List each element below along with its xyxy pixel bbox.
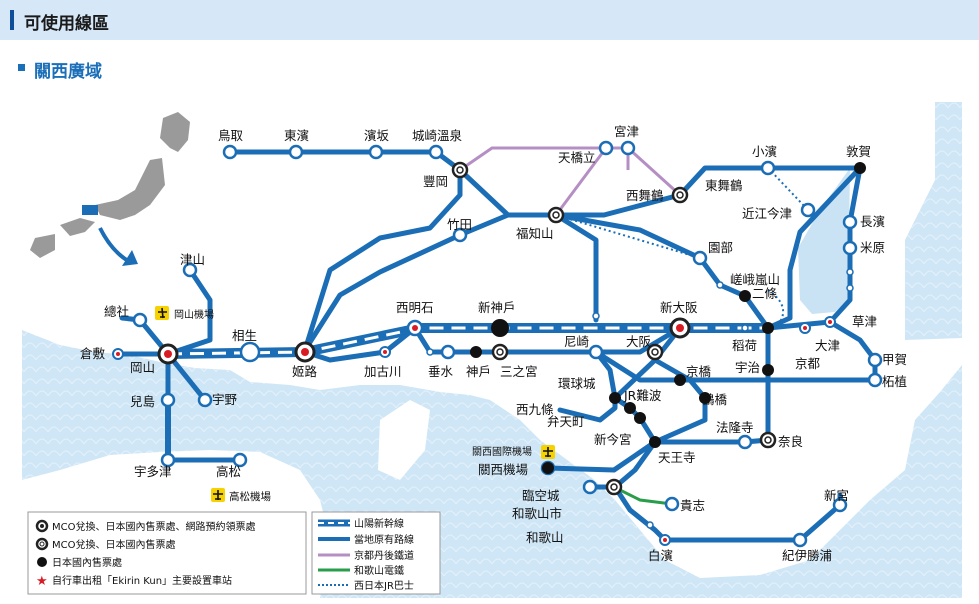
label-osaka: 大阪 xyxy=(626,334,652,349)
label-toyooka: 豐岡 xyxy=(423,174,448,189)
label-uno: 宇野 xyxy=(212,392,238,407)
label-tsuge: 柘植 xyxy=(882,374,907,389)
label-sagaarashiyama: 嵯峨嵐山 xyxy=(730,272,780,287)
label-miyazu: 宮津 xyxy=(614,124,639,139)
line-jr-bus xyxy=(555,167,809,323)
label-uji: 宇治 xyxy=(735,360,760,375)
label-nara: 奈良 xyxy=(778,434,803,449)
airplane-icon xyxy=(155,306,555,502)
label-soja: 總社 xyxy=(104,304,129,319)
label-tottori: 鳥取 xyxy=(218,128,244,143)
label-kojima: 兒島 xyxy=(130,394,155,409)
label-shinkobe: 新神戶 xyxy=(478,300,516,315)
label-wakayama: 和歌山 xyxy=(526,530,564,545)
label-kobe: 神戶 xyxy=(466,364,491,379)
label-tsuyama: 津山 xyxy=(180,252,205,267)
legend-ekirin: 自行車出租「Ekirin Kun」主要設置車站 xyxy=(52,574,232,587)
label-wakayamashi: 和歌山市 xyxy=(512,506,562,521)
station-markers xyxy=(112,140,883,548)
label-nijo: 二條 xyxy=(752,286,778,301)
label-sannomiya: 三之宮 xyxy=(500,364,538,379)
legend: MCO兌換、日本國內售票處、網路預約領票處 MCO兌換、日本國內售票處 日本國內… xyxy=(27,511,441,595)
label-rinku: 臨空城 xyxy=(522,488,560,503)
label-kyobashi: 京橋 xyxy=(686,364,712,379)
label-amanohashidate: 天橋立 xyxy=(558,150,596,165)
label-tennoji: 天王寺 xyxy=(658,450,696,465)
label-jrnamba: JR難波 xyxy=(623,388,662,403)
label-obama: 小濱 xyxy=(752,144,777,159)
label-shirahama: 白濱 xyxy=(648,548,673,563)
label-hamamura: 東濱 xyxy=(284,128,309,143)
label-bentencho: 弁天町 xyxy=(547,414,585,429)
label-aioi: 相生 xyxy=(232,328,257,343)
label-sonobe: 園部 xyxy=(708,240,733,255)
page-title: 可使用線區 xyxy=(24,14,109,34)
label-kansai-airport-intl: 關西國際機場 xyxy=(472,445,532,458)
label-takeda: 竹田 xyxy=(447,217,472,232)
line-sanyo-shinkansen xyxy=(167,323,768,359)
section-bullet xyxy=(18,64,25,71)
label-osakajo: 環球城 xyxy=(558,376,596,391)
label-horyuji: 法隆寺 xyxy=(716,420,754,435)
legend-sanyo: 山陽新幹線 xyxy=(354,517,404,530)
legend-mco-sales: MCO兌換、日本國內售票處 xyxy=(52,538,175,551)
label-tarumi: 垂水 xyxy=(428,364,454,379)
label-kurashiki: 倉敷 xyxy=(80,346,106,361)
legend-mco-full: MCO兌換、日本國內售票處、網路預約領票處 xyxy=(52,520,255,533)
label-tsuruhashi: 鶴橋 xyxy=(702,392,728,407)
label-utazu: 宇多津 xyxy=(134,464,172,479)
japan-inset xyxy=(30,112,190,266)
label-omiimazu: 近江今津 xyxy=(742,206,792,221)
label-nishiakashi: 西明石 xyxy=(396,300,434,315)
label-amagasaki: 尼崎 xyxy=(564,334,590,349)
label-fukuchiyama: 福知山 xyxy=(516,226,554,241)
label-kinosaki: 城崎溫泉 xyxy=(412,128,463,143)
label-takamatsu: 高松 xyxy=(216,464,241,479)
legend-wakayama-rail: 和歌山電鐵 xyxy=(354,564,404,577)
star-icon: ★ xyxy=(36,574,48,589)
label-kakogawa: 加古川 xyxy=(364,364,402,379)
land-awaji xyxy=(378,400,430,480)
label-maibara: 米原 xyxy=(860,240,885,255)
label-inari: 稻荷 xyxy=(732,338,757,353)
label-himeji: 姬路 xyxy=(292,364,318,379)
label-hamasaka: 濱坂 xyxy=(364,128,390,143)
label-shinosaka: 新大阪 xyxy=(660,300,698,315)
label-kishi: 貴志 xyxy=(680,498,705,513)
label-kusatsu: 草津 xyxy=(852,314,877,329)
label-nagahama: 長濱 xyxy=(860,214,885,229)
legend-kyoto-tango: 京都丹後鐵道 xyxy=(354,549,414,562)
label-tsuruga: 敦賀 xyxy=(846,144,871,159)
line-wakayama-electric xyxy=(613,485,673,506)
label-kiikatsuura: 紀伊勝浦 xyxy=(782,548,832,563)
label-okayama-airport: 岡山機場 xyxy=(174,308,214,321)
label-okayama: 岡山 xyxy=(130,360,155,375)
station-labels: 鳥取 東濱 濱坂 城崎溫泉 豐岡 宮津 天橋立 西舞鶴 東舞鶴 小濱 敦賀 近江… xyxy=(80,124,907,563)
label-otsu: 大津 xyxy=(815,338,840,353)
legend-sales: 日本國內售票處 xyxy=(52,556,122,569)
header-accent xyxy=(10,10,14,30)
label-kansai-airport: 關西機場 xyxy=(478,462,528,477)
legend-bus: 西日本JR巴士 xyxy=(354,579,414,592)
label-higashimaizuru: 東舞鶴 xyxy=(705,178,743,193)
label-nishimaizuru: 西舞鶴 xyxy=(626,188,664,203)
label-nishikujo: 西九條 xyxy=(516,402,554,417)
label-koka: 甲賀 xyxy=(882,352,907,367)
legend-local: 當地原有路線 xyxy=(354,533,414,546)
label-takamatsu-airport: 高松機場 xyxy=(229,490,271,503)
label-shingu: 新宮 xyxy=(824,488,849,503)
land-honshu xyxy=(22,102,962,578)
section-title: 關西廣域 xyxy=(34,62,102,82)
lake-biwa xyxy=(798,168,850,314)
label-kyoto: 京都 xyxy=(795,356,821,371)
header-bar: 可使用線區 xyxy=(0,0,979,40)
label-shinimamiya: 新今宮 xyxy=(594,432,632,447)
